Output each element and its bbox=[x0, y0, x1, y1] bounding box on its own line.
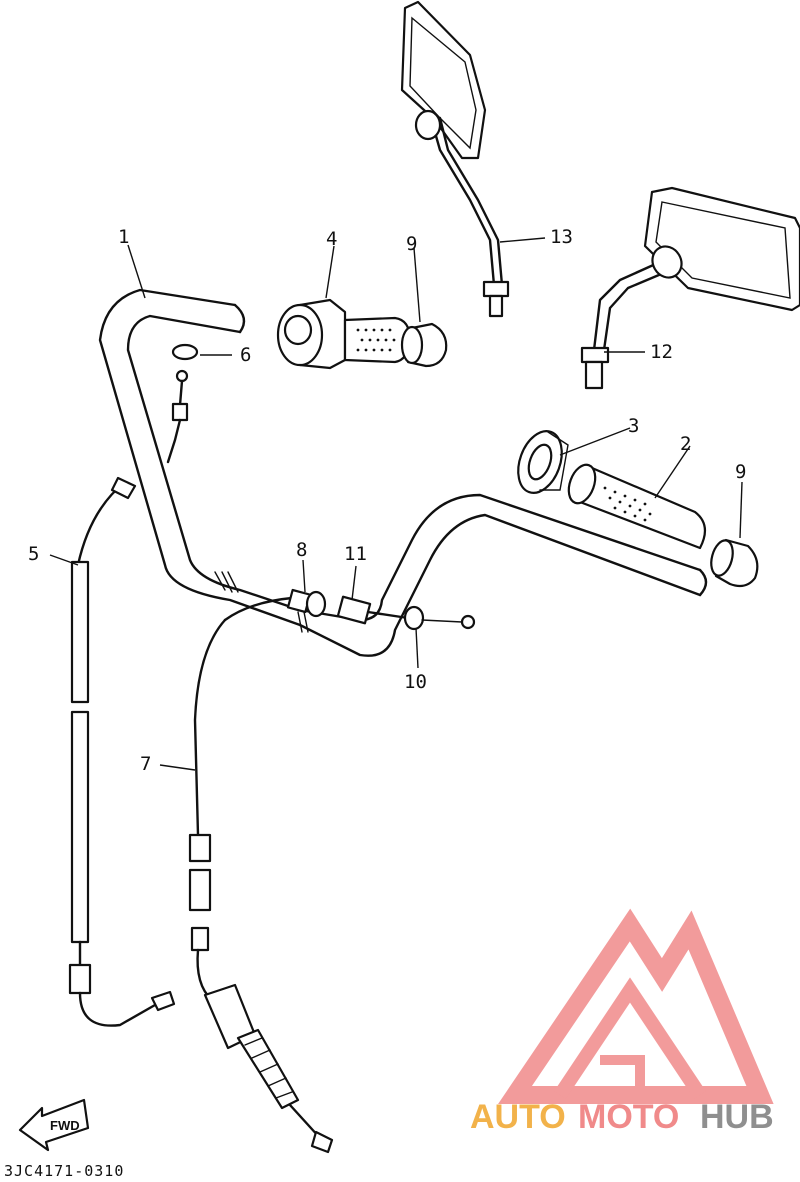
clutch-cable bbox=[188, 618, 334, 1154]
callout-12: 12 bbox=[650, 341, 673, 363]
fwd-arrow: FWD bbox=[18, 1098, 90, 1152]
callout-5: 5 bbox=[28, 543, 39, 565]
mirror-right bbox=[580, 186, 800, 390]
watermark-moto: MOTO bbox=[578, 1098, 679, 1136]
grip-end-lower bbox=[710, 538, 759, 588]
grip-end-upper bbox=[400, 322, 448, 368]
callout-13: 13 bbox=[550, 226, 573, 248]
callout-1: 1 bbox=[118, 226, 129, 248]
callout-9-lower: 9 bbox=[735, 461, 746, 483]
watermark-logo bbox=[498, 908, 774, 1104]
callout-7: 7 bbox=[140, 753, 151, 775]
callout-4: 4 bbox=[326, 228, 337, 250]
callout-labels: 1 2 3 4 5 6 7 8 9 9 10 11 12 13 bbox=[28, 226, 746, 775]
leader-lines bbox=[49, 237, 743, 771]
cable-clip bbox=[166, 343, 199, 464]
left-grip bbox=[567, 463, 707, 550]
callout-3: 3 bbox=[628, 415, 639, 437]
callout-2: 2 bbox=[680, 433, 691, 455]
adjuster-assembly bbox=[223, 588, 476, 631]
watermark-hub: HUB bbox=[700, 1098, 774, 1136]
handlebar bbox=[98, 288, 708, 657]
fwd-label: FWD bbox=[50, 1118, 80, 1133]
grip-collar bbox=[517, 430, 569, 494]
callout-9-upper: 9 bbox=[406, 233, 417, 255]
callout-8: 8 bbox=[296, 539, 307, 561]
callout-10: 10 bbox=[404, 671, 427, 693]
callout-6: 6 bbox=[240, 344, 251, 366]
drawing-code: 3JC4171-0310 bbox=[4, 1162, 124, 1180]
watermark-auto: AUTO bbox=[470, 1098, 566, 1136]
throttle-grip bbox=[276, 298, 412, 370]
callout-11: 11 bbox=[344, 543, 367, 565]
throttle-cable bbox=[68, 476, 176, 1027]
mirror-left bbox=[400, 0, 510, 318]
